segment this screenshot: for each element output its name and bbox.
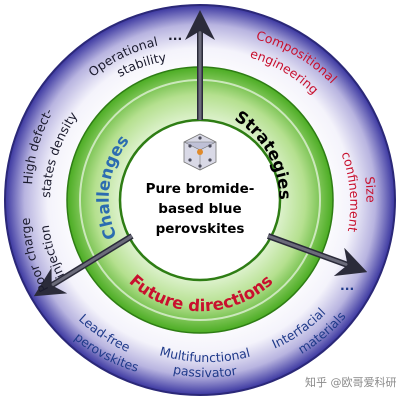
item-ellipsis-top: ... bbox=[168, 28, 182, 43]
arrow-left bbox=[33, 234, 133, 297]
arrows bbox=[33, 10, 368, 297]
item-multifunctional-line1: Multifunctional bbox=[158, 343, 251, 365]
item-ellipsis-right: ... bbox=[340, 278, 354, 293]
center-line-1: Pure bromide- bbox=[146, 181, 255, 197]
item-multifunctional-line2: passivator bbox=[172, 362, 238, 381]
arrow-right bbox=[267, 234, 368, 276]
center-line-3: perovskites bbox=[156, 221, 245, 237]
item-size-line1: Size bbox=[362, 176, 378, 203]
watermark-text: 知乎 @欧哥爱科研 bbox=[305, 375, 397, 389]
center-line-2: based blue bbox=[158, 201, 241, 217]
perovskite-crystal-icon bbox=[183, 133, 217, 171]
